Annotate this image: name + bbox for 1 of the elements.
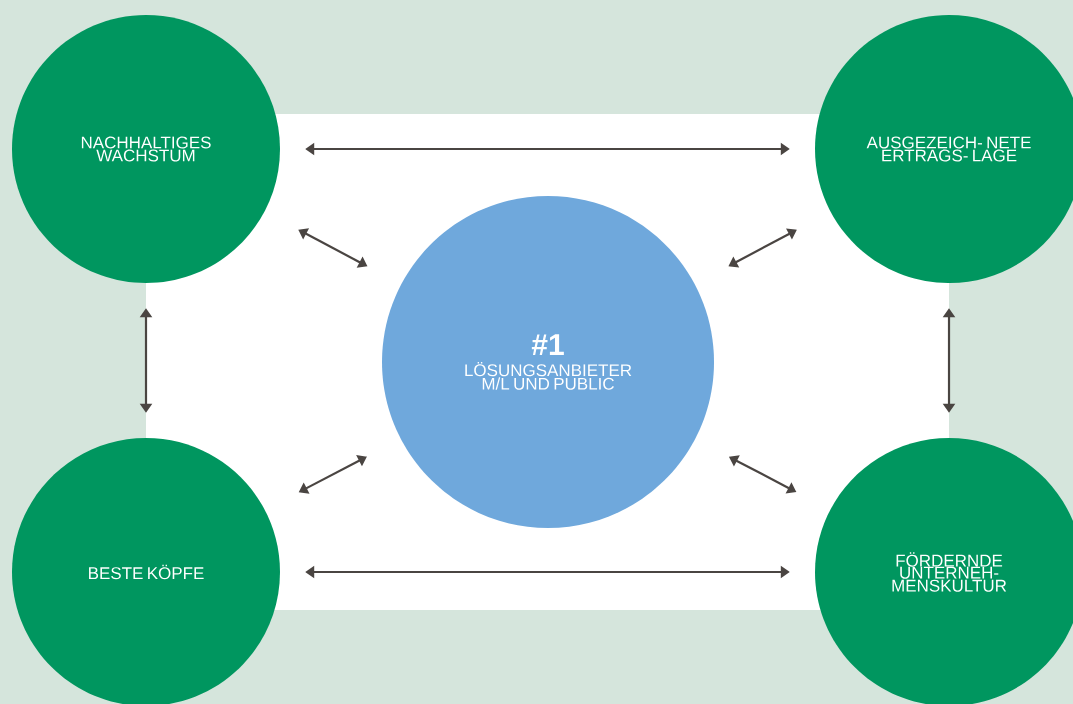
- circle-node: NACHHALTIGES WACHSTUM: [12, 15, 280, 283]
